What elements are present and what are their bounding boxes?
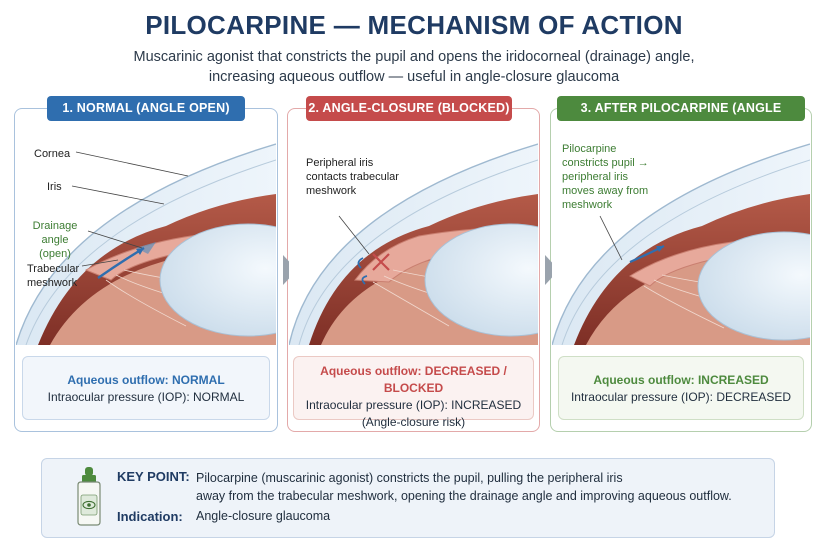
eye-angle-closed-illustration (289, 130, 538, 345)
outflow-normal: Aqueous outflow: NORMAL (67, 373, 225, 387)
status-normal: Aqueous outflow: NORMAL Intraocular pres… (22, 356, 270, 420)
pilocarpine-effect-label: Pilocarpine constricts pupil → periphera… (562, 143, 649, 211)
page-subtitle: Muscarinic agonist that constricts the p… (40, 47, 788, 87)
iop-normal: Intraocular pressure (IOP): NORMAL (47, 390, 245, 404)
key-point-box (41, 458, 775, 538)
eye-dropper-bottle-icon (77, 467, 101, 526)
drainage-angle-label: Drainage angle (open) (32, 220, 78, 260)
cornea-label: Cornea (34, 148, 71, 160)
key-point-text: Pilocarpine (muscarinic agonist) constri… (196, 471, 732, 503)
iop-decreased: Intraocular pressure (IOP): DECREASED (570, 390, 792, 404)
eye-angle-open-illustration (16, 130, 276, 345)
eye-angle-opened-illustration (552, 130, 810, 345)
panel-angle-closure-tag: 2. ANGLE-CLOSURE (BLOCKED) (306, 96, 512, 121)
angle-closure-risk: (Angle-closure risk) (361, 415, 466, 429)
outflow-increased: Aqueous outflow: INCREASED (593, 373, 769, 387)
status-opened: Aqueous outflow: INCREASED Intraocular p… (558, 356, 804, 420)
iop-increased: Intraocular pressure (IOP): INCREASED (305, 398, 522, 412)
iris-label: Iris (47, 181, 62, 193)
indication-label: Indication: (117, 509, 183, 524)
page-title: PILOCARPINE — MECHANISM OF ACTION (145, 10, 683, 40)
status-blocked: Aqueous outflow: DECREASED / BLOCKED Int… (293, 356, 534, 429)
subtitle-line-2: increasing aqueous outflow — useful in a… (208, 69, 620, 85)
iris-contacts-meshwork-label: Peripheral iris contacts trabecular mesh… (306, 157, 399, 197)
indication-text: Angle-closure glaucoma (196, 509, 331, 523)
subtitle-line-1: Muscarinic agonist that constricts the p… (133, 49, 695, 65)
trabecular-meshwork-label: Trabecular meshwork (27, 263, 80, 289)
block-x-icon (372, 253, 390, 271)
panel-normal-tag: 1. NORMAL (ANGLE OPEN) (47, 96, 245, 121)
panel-after-pilocarpine-tag: 3. AFTER PILOCARPINE (ANGLE OPENED) (557, 96, 805, 140)
outflow-blocked: Aqueous outflow: DECREASED / BLOCKED (320, 364, 507, 395)
key-point-label: KEY POINT: (117, 469, 190, 484)
